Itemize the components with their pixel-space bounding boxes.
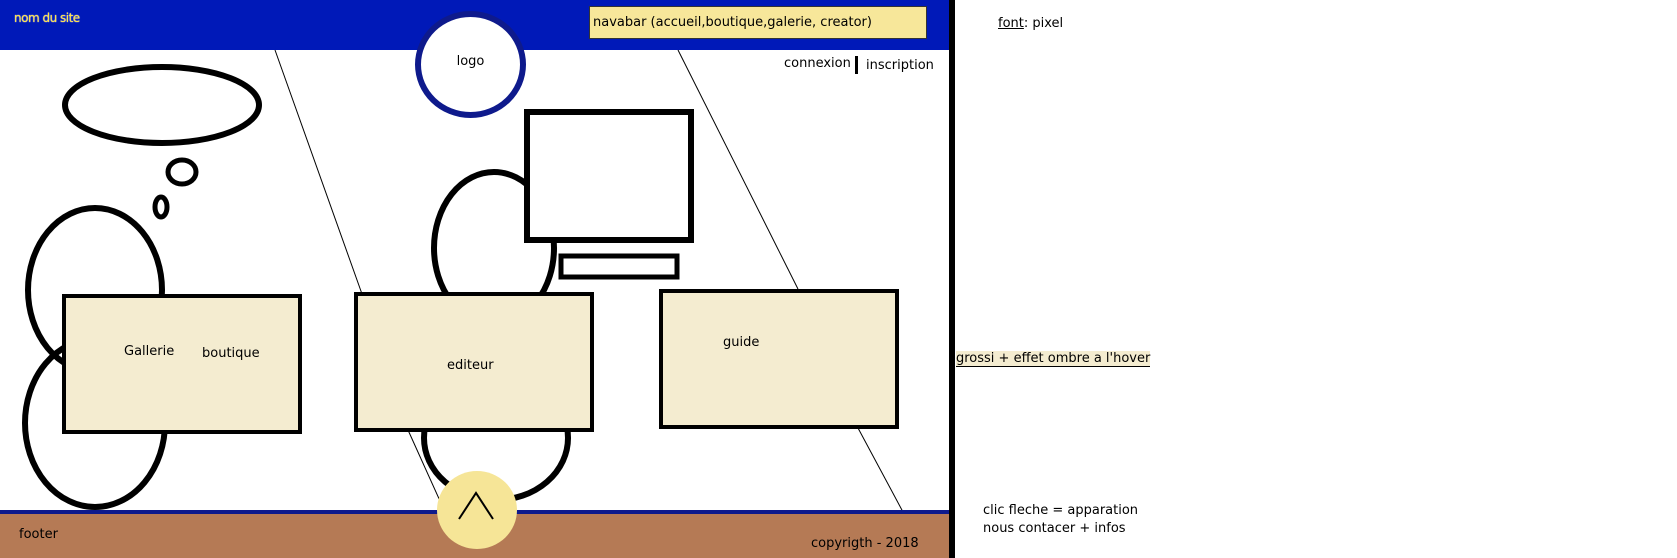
signup-link[interactable]: inscription [866,58,934,73]
diagonal-line [274,49,363,295]
canvas-divider [949,0,955,558]
card-guide[interactable]: guide [659,289,899,429]
note-font: font: pixel [998,17,1063,30]
logo-label: logo [456,54,485,69]
scroll-arrow-button[interactable] [437,471,517,549]
copyright-text: copyrigth - 2018 [811,536,919,551]
card-editor-label: editeur [447,358,494,373]
footer-label: footer [19,527,58,542]
thought-bubble-dot [165,157,199,187]
thought-bubble-ellipse [62,64,262,146]
chevron-up-icon [458,491,494,520]
navbar-placeholder[interactable]: navabar (accueil,boutique,galerie, creat… [589,6,927,39]
auth-separator [855,56,858,74]
card-shop-label[interactable]: boutique [202,346,260,361]
computer-keyboard [558,253,680,280]
note-click-arrow: clic fleche = apparation nous contacer +… [983,502,1138,538]
note-click-line1: clic fleche = apparation [983,503,1139,518]
card-gallery-label[interactable]: Gallerie [124,344,175,359]
card-guide-label: guide [723,335,760,350]
thought-bubble-dot [152,194,170,220]
logo-circle[interactable]: logo [415,11,526,118]
diagonal-line [857,427,904,513]
card-gallery-shop[interactable]: Gallerie boutique [62,294,302,434]
site-name[interactable]: nom du site [14,11,80,25]
computer-monitor [524,109,694,243]
card-editor[interactable]: editeur [354,292,594,432]
note-font-value: : pixel [1023,16,1064,31]
note-hover-effect: grossi + effet ombre a l'hover [956,351,1151,367]
diagonal-line [677,49,799,290]
login-link[interactable]: connexion [784,56,851,71]
navbar-label: navabar (accueil,boutique,galerie, creat… [593,15,872,30]
note-font-key: font [998,16,1024,31]
note-click-line2: nous contacer + infos [983,521,1126,536]
